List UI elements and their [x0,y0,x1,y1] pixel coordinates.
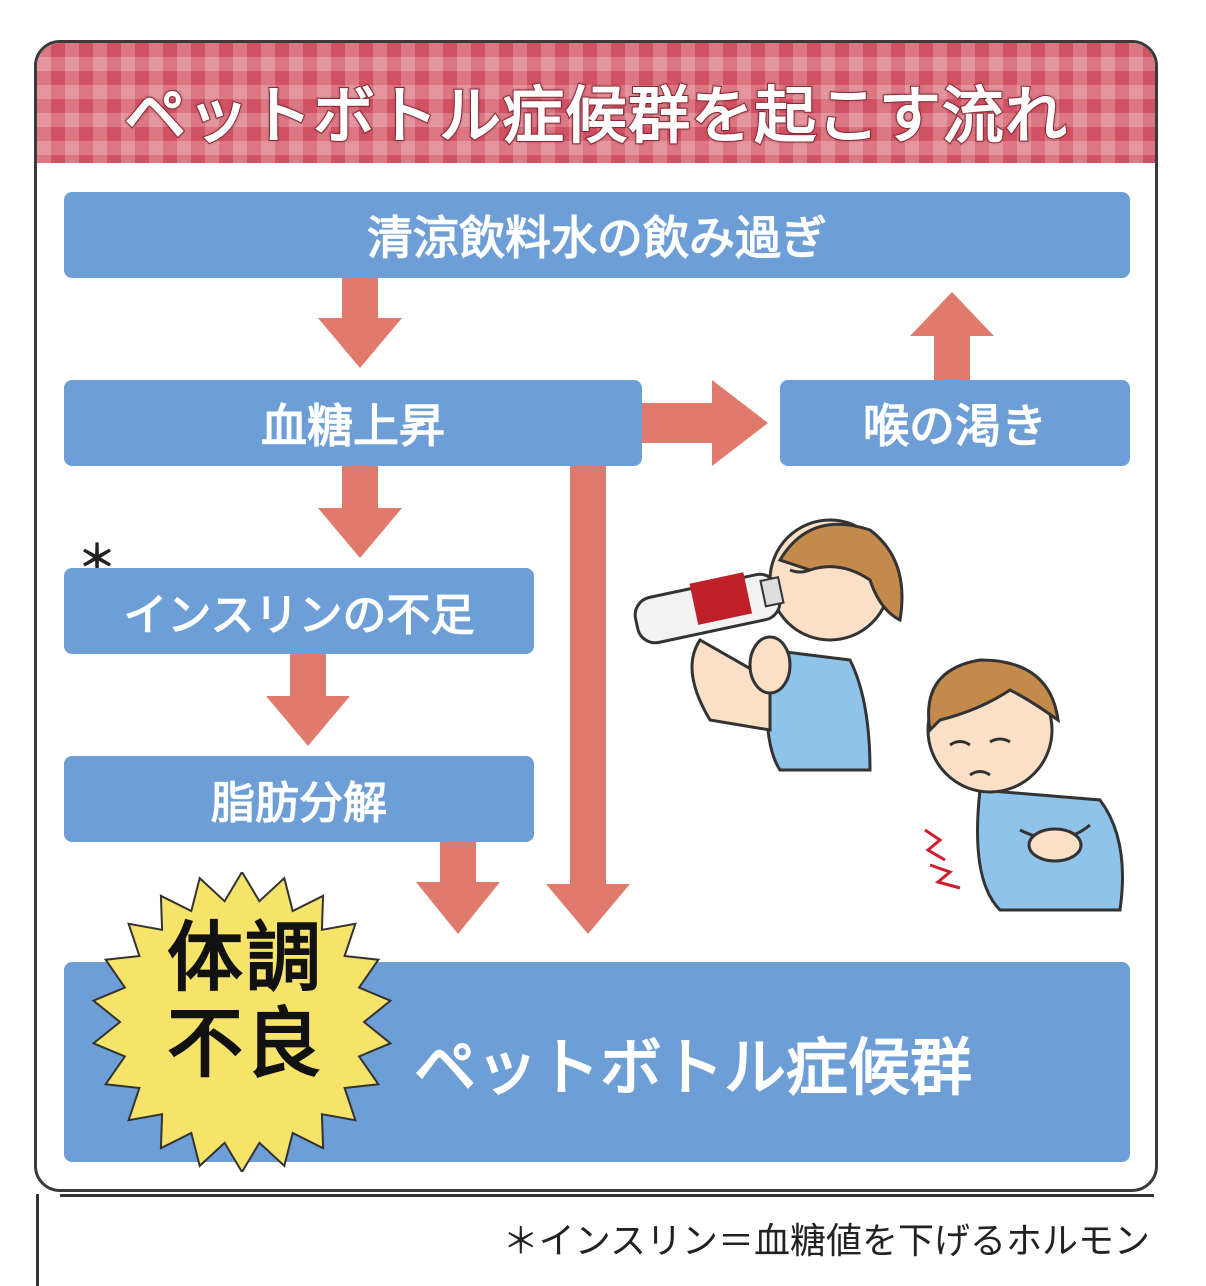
arrow-right-sugar-to-thirst [642,380,768,466]
boy-drinking-bottle-icon [633,518,904,772]
footer-rule [60,1194,1154,1197]
arrow-down-fat-to-result [416,842,500,934]
box-blood-sugar-rise: 血糖上昇 [64,380,642,466]
children-illustration [633,518,1124,912]
box-insulin-shortage: インスリンの不足 [64,568,534,654]
arrow-down-insulin-to-fat [266,654,350,746]
header-banner: ペットボトル症候群を起こす流れ [37,43,1155,163]
badge-line-2: 不良 [167,999,323,1088]
arrow-down-sugar-to-result [546,466,630,934]
arrow-down-drink-to-sugar [318,278,402,368]
page-title: ペットボトル症候群を起こす流れ [123,78,1068,153]
box-fat-breakdown: 脂肪分解 [64,756,534,842]
starburst-shape [91,872,393,1172]
arrow-up-thirst-to-drink [910,292,994,380]
badge-text: 体調 不良 [150,915,340,1087]
footnote-text: ＊インスリン＝血糖値を下げるホルモン [502,1221,1150,1262]
footer-left-rule [36,1194,39,1286]
box-drink-too-much: 清涼飲料水の飲み過ぎ [64,192,1130,278]
arrow-down-sugar-to-insulin [318,466,402,558]
starburst-badge-icon [91,872,393,1172]
boy-stomachache-icon [924,658,1124,912]
box-thirst: 喉の渇き [780,380,1130,466]
badge-line-1: 体調 [167,913,323,1002]
